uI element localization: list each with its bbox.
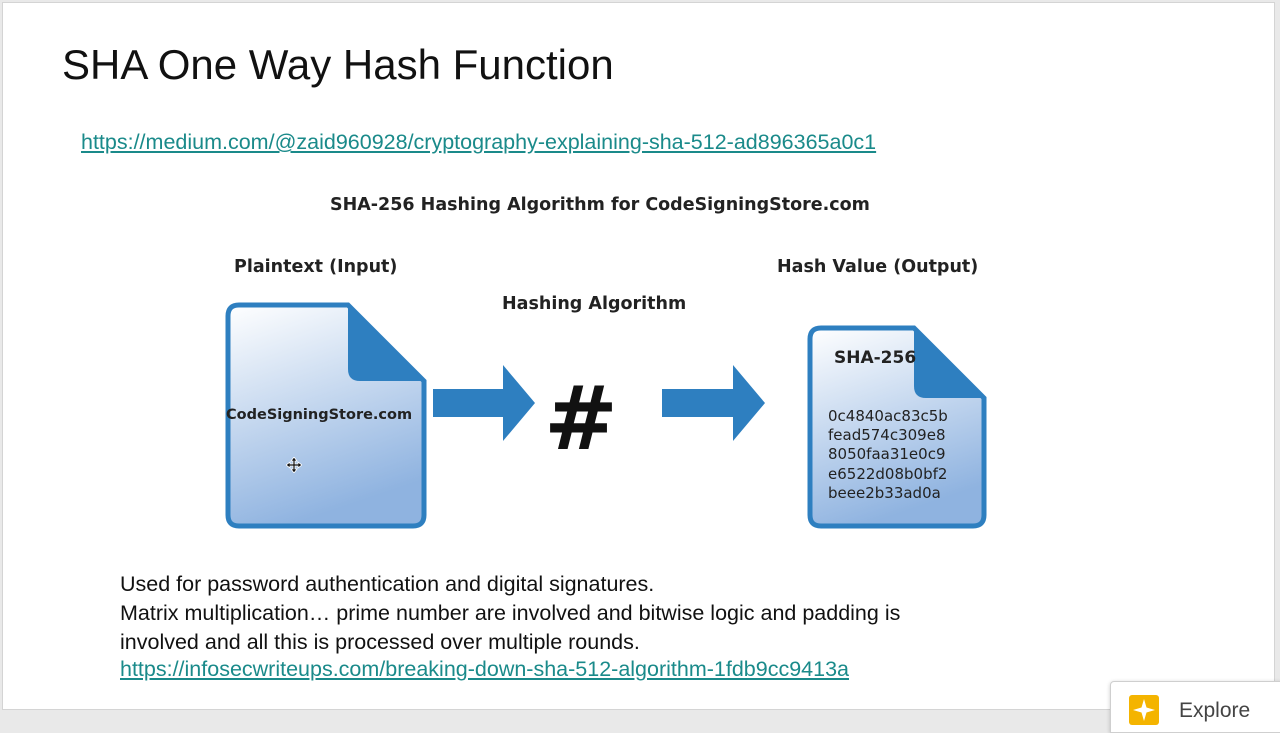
hash-line: 0c4840ac83c5b [828,407,948,425]
hash-symbol: # [544,367,618,470]
hash-line: beee2b33ad0a [828,484,941,502]
move-cursor-icon [286,457,302,473]
hash-line: fead574c309e8 [828,426,946,444]
output-doc-title: SHA-256 [834,348,916,368]
input-document-icon [225,302,427,529]
output-label: Hash Value (Output) [777,257,978,277]
slide: SHA One Way Hash Function https://medium… [3,3,1274,709]
explore-label: Explore [1179,699,1251,722]
hash-line: 8050faa31e0c9 [828,445,946,463]
body-line: Used for password authentication and dig… [120,572,655,596]
explore-star-icon [1129,695,1159,725]
explore-button[interactable]: Explore [1110,681,1280,733]
sha256-diagram: SHA-256 Hashing Algorithm for CodeSignin… [225,195,987,529]
infosec-article-link[interactable]: https://infosecwriteups.com/breaking-dow… [120,657,849,681]
hash-line: e6522d08b0bf2 [828,465,947,483]
body-text: Used for password authentication and dig… [120,570,900,657]
input-doc-text: CodeSigningStore.com [226,407,412,423]
input-label: Plaintext (Input) [234,257,397,277]
body-line: involved and all this is processed over … [120,630,640,654]
medium-article-link[interactable]: https://medium.com/@zaid960928/cryptogra… [81,130,877,154]
diagram-heading: SHA-256 Hashing Algorithm for CodeSignin… [330,195,870,215]
algorithm-label: Hashing Algorithm [502,294,686,314]
arrow-right-icon [662,365,765,441]
slide-title: SHA One Way Hash Function [62,41,614,88]
body-line: Matrix multiplication… prime number are … [120,601,901,625]
arrow-right-icon [433,365,535,441]
output-document-icon [807,325,987,529]
